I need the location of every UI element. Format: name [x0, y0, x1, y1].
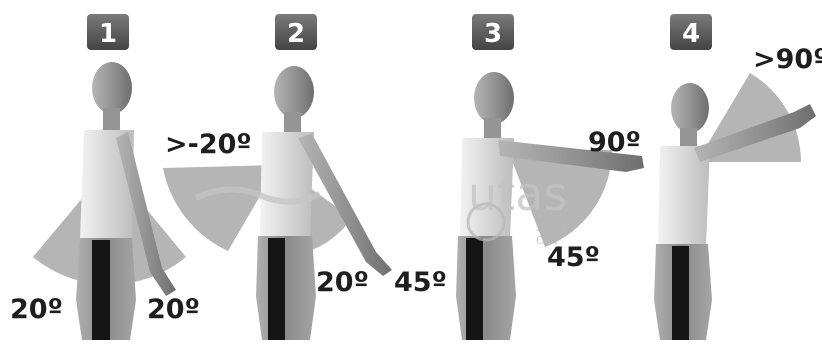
badge-4: 4: [670, 14, 712, 50]
angle-label-2b: 20º: [316, 267, 369, 298]
angle-label-1b: 20º: [147, 294, 200, 325]
angle-label-3a: 90º: [588, 127, 641, 158]
badge-4-number: 4: [682, 19, 700, 49]
badge-3-number: 3: [484, 19, 502, 49]
watermark-sub-1: SITAT: [536, 208, 570, 221]
panel-2: 2 >-20º 20º 45º: [163, 14, 447, 340]
watermark-sub-3: CIA: [536, 234, 558, 247]
angle-label-1a: 20º: [10, 294, 63, 325]
angle-label-2a: >-20º: [165, 129, 252, 160]
angle-label-4a: >90º: [753, 44, 822, 75]
badge-2: 2: [275, 14, 317, 50]
angle-label-2c: 45º: [394, 267, 447, 298]
badge-3: 3: [472, 14, 514, 50]
panel-4: 4 >90º: [654, 14, 822, 340]
badge-1: 1: [87, 14, 129, 50]
badge-2-number: 2: [287, 19, 305, 49]
watermark-sub-2: NICA: [536, 221, 567, 234]
badge-1-number: 1: [99, 19, 117, 49]
